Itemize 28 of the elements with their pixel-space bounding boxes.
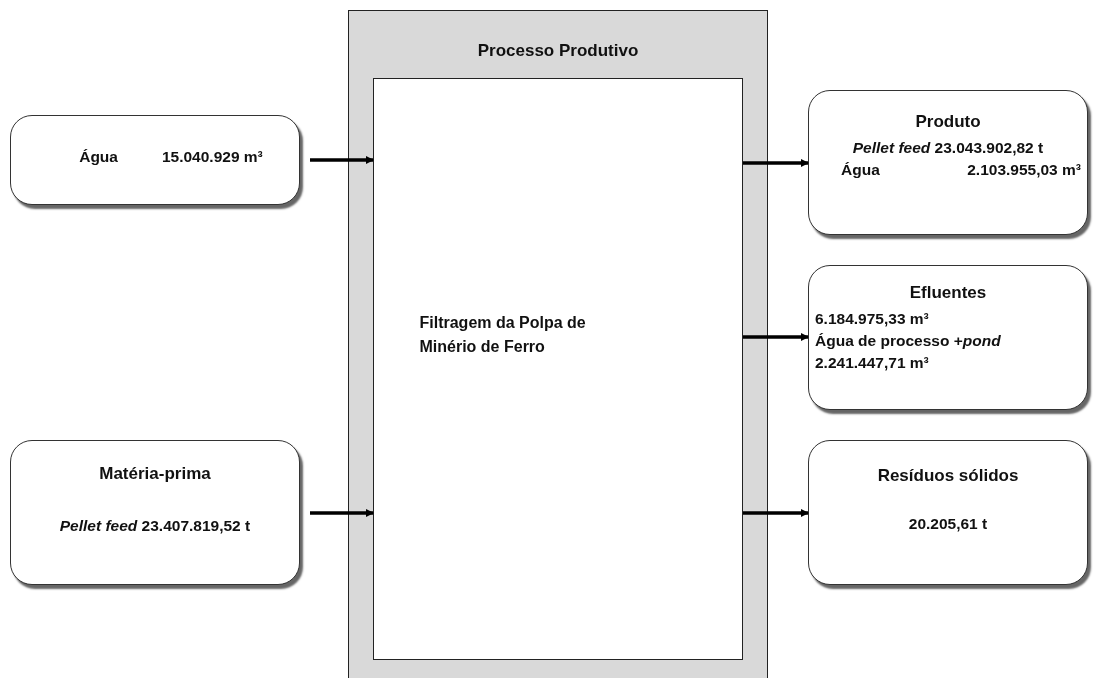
arrow	[310, 156, 374, 164]
process-panel	[348, 10, 768, 678]
box-text: Pellet feed 23.407.819,52 t	[59, 516, 251, 536]
flow-box	[808, 90, 1088, 235]
panel-title: Processo Produtivo	[476, 41, 640, 61]
arrow	[743, 333, 809, 341]
box-heading: Produto	[915, 111, 981, 133]
box-text: 6.184.975,33 m³	[815, 309, 929, 329]
box-heading: Matéria-prima	[99, 463, 211, 485]
box-text: 2.103.955,03 m³	[967, 160, 1081, 180]
arrow	[743, 509, 809, 517]
box-text: Pellet feed 23.043.902,82 t	[852, 138, 1044, 158]
arrow	[743, 159, 809, 167]
box-text: Água	[79, 147, 118, 167]
box-text: Água de processo +pond	[815, 331, 1001, 351]
flow-box	[808, 440, 1088, 585]
flow-box	[808, 265, 1088, 410]
box-heading: Efluentes	[909, 282, 987, 304]
box-text: 15.040.929 m³	[161, 147, 263, 167]
box-text: 20.205,61 t	[908, 514, 988, 534]
process-box	[372, 77, 743, 660]
flow-box	[10, 440, 300, 585]
arrow	[310, 509, 374, 517]
box-text: 2.241.447,71 m³	[815, 353, 929, 373]
process-label: Filtragem da Polpa de Minério de Ferro	[419, 312, 587, 357]
flow-box	[10, 115, 300, 205]
box-heading: Resíduos sólidos	[877, 465, 1019, 487]
box-text: Água	[841, 160, 880, 180]
